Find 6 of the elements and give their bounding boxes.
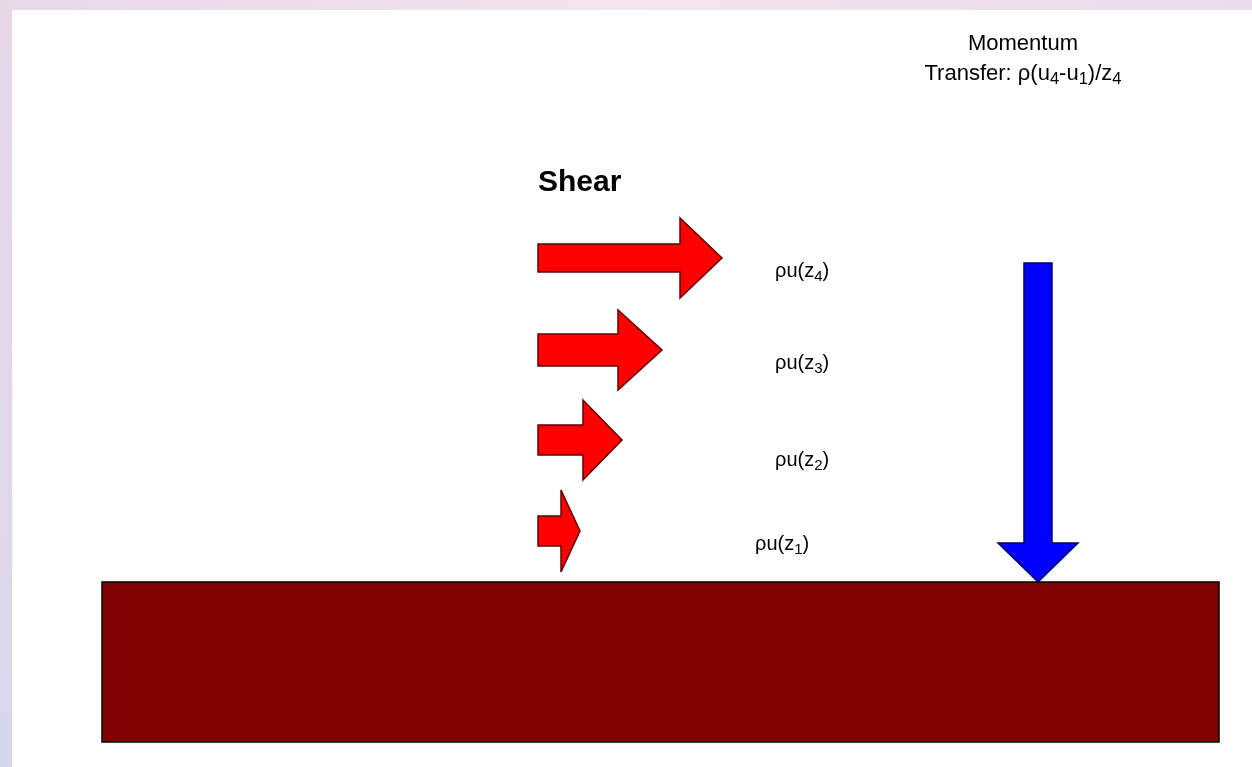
annotation-text: Momentum Transfer: ρ(u$_{4}$-u$_{1}$)/z$_{4}$ — [923, 29, 1123, 88]
value-label: ρu(z$_{1}$) — [755, 531, 811, 558]
value-label: ρu(z$_{3}$) — [775, 350, 831, 377]
value-label: ρu(z$_{2}$) — [775, 447, 831, 474]
value-label: ρu(z$_{4}$) — [775, 258, 831, 285]
heading-label: Shear — [538, 163, 623, 199]
